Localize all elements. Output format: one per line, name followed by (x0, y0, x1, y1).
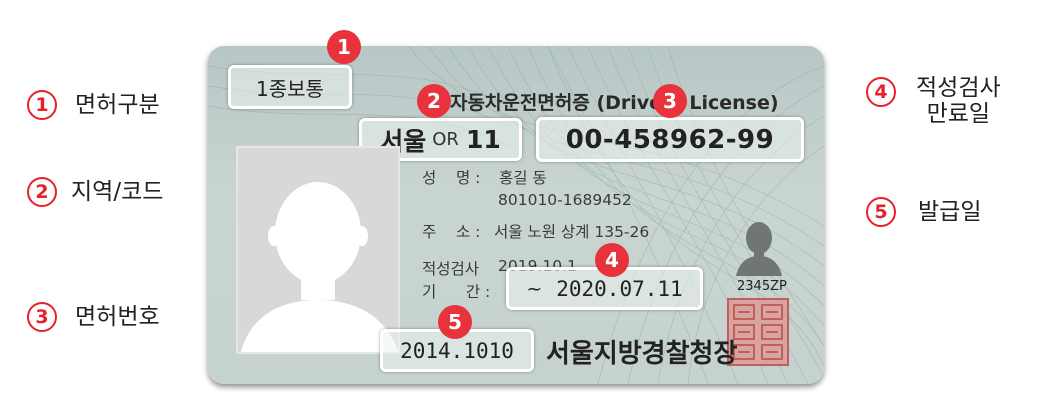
legend-number-2: 2 (27, 177, 57, 207)
name-label: 성 명 : (422, 169, 481, 187)
legend-label-1: 면허구분 (75, 91, 160, 118)
legend-item-4: 4 적성검사 만료일 (866, 75, 1001, 128)
birth-number: 801010-1689452 (498, 191, 632, 209)
period-label: 기 간 : (422, 283, 491, 301)
legend-item-2: 2 지역/코드 (27, 177, 163, 207)
expiry-date: 2020.07.11 (556, 276, 683, 301)
legend-label-3: 면허번호 (75, 303, 160, 330)
region-or: OR (432, 129, 459, 150)
legend-label-2: 지역/코드 (71, 178, 164, 205)
legend-item-5: 5 발급일 (866, 197, 981, 227)
issue-date: 2014.1010 (400, 338, 514, 363)
expiry-tilde: ~ (526, 277, 543, 300)
address-value: 서울 노원 상계 135-26 (494, 223, 650, 241)
badge-5: 5 (438, 305, 472, 339)
license-number-box: 00-458962-99 (536, 117, 804, 162)
license-type: 1종보통 (256, 76, 324, 101)
legend-item-1: 1 면허구분 (27, 90, 160, 120)
badge-2: 2 (417, 84, 451, 118)
legend-label-4: 적성검사 만료일 (916, 75, 1001, 128)
region-code: 11 (465, 125, 501, 154)
license-card: 1종보통 자동차운전면허증 (Drivers License) 서울 OR 11… (208, 46, 824, 384)
issuing-authority: 서울지방경찰청장 (546, 339, 738, 369)
legend-number-1: 1 (27, 90, 57, 120)
small-photo-icon (736, 222, 782, 276)
badge-1: 1 (327, 30, 361, 64)
aptitude-label: 적성검사 (422, 260, 480, 278)
badge-4: 4 (595, 243, 629, 277)
card-title: 자동차운전면허증 (Drivers License) (450, 92, 779, 114)
legend-item-3: 3 면허번호 (27, 302, 160, 332)
holder-name: 홍길 동 (499, 169, 547, 187)
legend-number-4: 4 (866, 77, 896, 107)
official-seal-icon (727, 298, 789, 366)
legend-label-5: 발급일 (918, 198, 982, 225)
address-label: 주 소 : (422, 223, 481, 241)
small-code: 2345ZP (737, 279, 787, 294)
license-number: 00-458962-99 (565, 124, 775, 155)
badge-3: 3 (653, 84, 687, 118)
legend-number-3: 3 (27, 302, 57, 332)
photo-placeholder (236, 146, 400, 354)
license-type-box: 1종보통 (228, 65, 352, 109)
person-silhouette-icon (241, 182, 398, 352)
legend-number-5: 5 (866, 197, 896, 227)
